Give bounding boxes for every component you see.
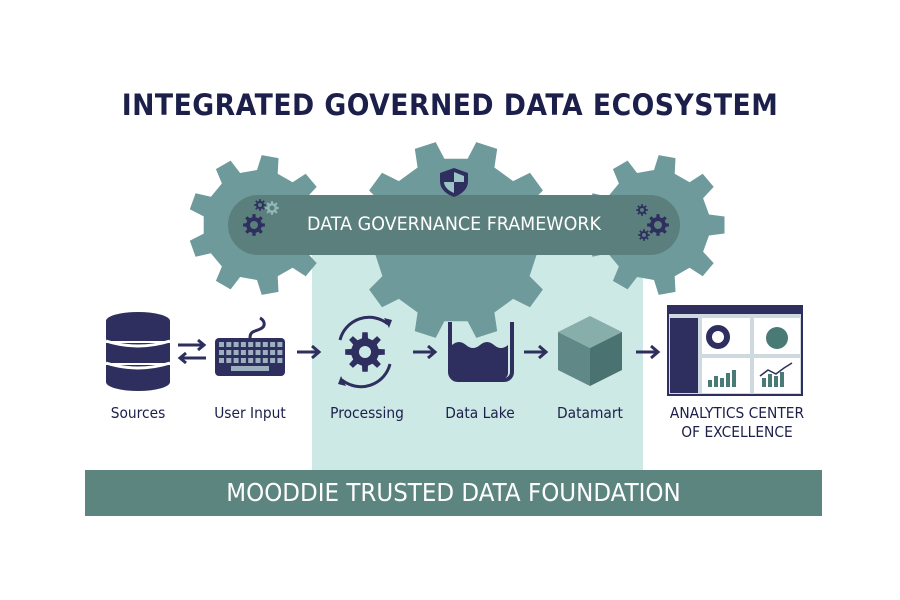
dashboard-icon: [667, 305, 803, 396]
database-icon: [105, 312, 171, 391]
gear-cycle-icon: [338, 315, 392, 389]
datamart-label: Datamart: [557, 404, 623, 422]
foundation-label: MOODDIE TRUSTED DATA FOUNDATION: [226, 478, 681, 507]
foundation-bar: MOODDIE TRUSTED DATA FOUNDATION: [85, 470, 822, 516]
arrow-icon: [636, 344, 661, 360]
governance-banner: [228, 195, 680, 255]
gear-icon: [638, 229, 650, 241]
arrow-icon: [297, 344, 322, 360]
lake-icon: [448, 322, 514, 382]
shield-icon: [440, 168, 468, 197]
gear-icon: [243, 214, 265, 236]
small-gear-icons: [243, 199, 669, 241]
user-input-label: User Input: [214, 404, 286, 422]
arrow-icon: [413, 344, 438, 360]
gear-icon: [254, 199, 266, 211]
cube-icon: [558, 316, 622, 386]
gear-icon: [647, 214, 669, 236]
gear-icon: [265, 201, 279, 215]
processing-label: Processing: [330, 404, 404, 422]
keyboard-icon: [215, 316, 285, 376]
bidirectional-arrow-icon: [177, 338, 207, 365]
governance-framework-label: DATA GOVERNANCE FRAMEWORK: [307, 213, 601, 235]
arrow-icon: [524, 344, 549, 360]
gear-icon: [345, 332, 385, 372]
data-lake-label: Data Lake: [445, 404, 515, 422]
sources-label: Sources: [110, 404, 166, 422]
gear-icon: [636, 204, 648, 216]
page-title: INTEGRATED GOVERNED DATA ECOSYSTEM: [121, 88, 779, 122]
analytics-coe-label: ANALYTICS CENTER OF EXCELLENCE: [669, 404, 805, 441]
